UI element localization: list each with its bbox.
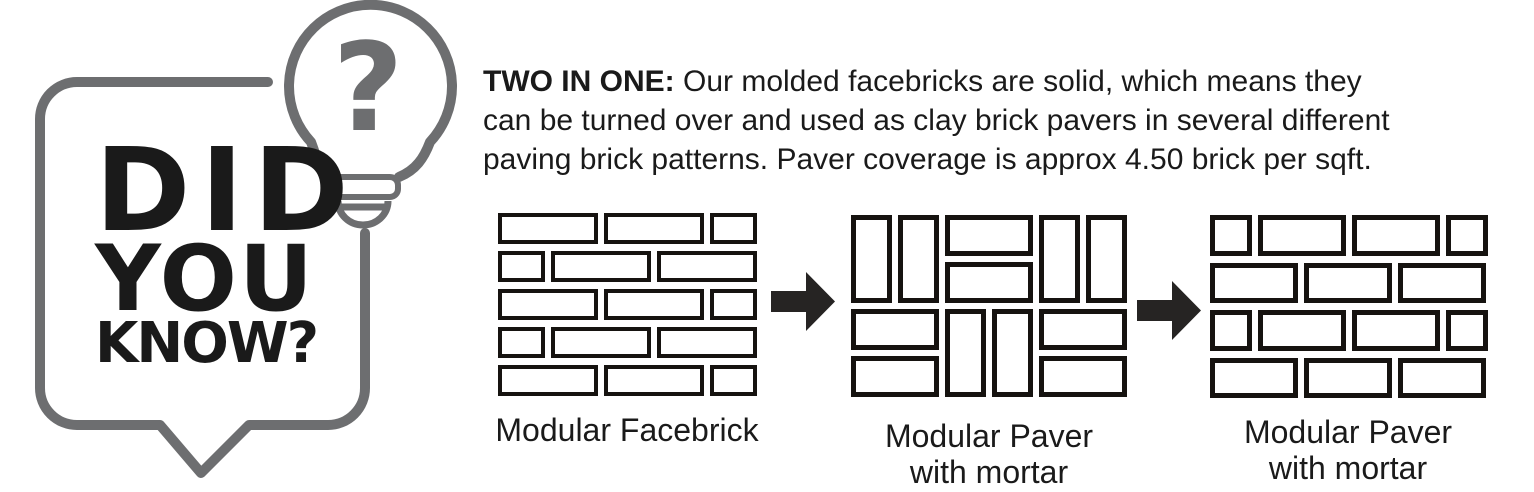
brick: [710, 365, 757, 396]
basketweave-cell: [851, 309, 939, 397]
brick-row: [1210, 215, 1488, 256]
brick: [851, 215, 892, 303]
diagram-caption: Modular Facebrick: [495, 412, 759, 448]
did-you-know-badge: ? DID YOU KNOW?: [35, 0, 457, 478]
brick: [498, 213, 598, 244]
brick: [1210, 215, 1252, 256]
brick-row: [1210, 310, 1488, 351]
basketweave-cell: [851, 215, 939, 303]
brick: [1039, 215, 1080, 303]
brick: [498, 289, 598, 320]
brick: [1304, 357, 1392, 398]
brick: [551, 251, 651, 282]
brick: [1258, 215, 1346, 256]
brick: [1039, 309, 1127, 350]
badge-word-you: YOU: [94, 227, 315, 332]
brick: [1304, 262, 1392, 303]
brick: [710, 213, 757, 244]
brick: [898, 215, 939, 303]
basketweave-row: [851, 215, 1127, 303]
brick-row: [498, 251, 757, 282]
brick: [1086, 215, 1127, 303]
basketweave-cell: [945, 215, 1033, 303]
intro-bold-lead: TWO IN ONE:: [483, 65, 675, 98]
brick: [710, 289, 757, 320]
brick: [1258, 310, 1346, 351]
arrow-right-icon: [771, 272, 835, 331]
brick: [1039, 356, 1127, 397]
diagram-caption: Modular Paver with mortar: [884, 418, 1094, 490]
brick-row: [1210, 262, 1488, 303]
badge-word-did: DID: [95, 124, 359, 258]
lightbulb-icon: ?: [284, 0, 457, 229]
diagram-modular-facebrick: [498, 213, 757, 396]
brick: [1398, 262, 1486, 303]
intro-line-3: paving brick patterns. Paver coverage is…: [483, 143, 1372, 176]
diagram-caption: Modular Paver with mortar: [1243, 414, 1453, 486]
intro-line-1: TWO IN ONE: Our molded facebricks are so…: [483, 65, 1362, 98]
brick: [851, 356, 939, 397]
brick: [657, 251, 757, 282]
brick: [945, 215, 1033, 256]
brick-row: [498, 327, 757, 358]
basketweave-row: [851, 309, 1127, 397]
brick: [551, 327, 651, 358]
brick: [1210, 310, 1252, 351]
brick: [498, 365, 598, 396]
badge-word-know: KNOW?: [95, 311, 317, 376]
brick: [1352, 215, 1440, 256]
diagram-modular-paver-running-bond: [1210, 215, 1488, 398]
brick: [1210, 357, 1298, 398]
brick-row: [498, 289, 757, 320]
brick: [604, 289, 704, 320]
brick: [657, 327, 757, 358]
brick: [945, 309, 986, 397]
brick-row: [1210, 357, 1488, 398]
basketweave-cell: [1039, 309, 1127, 397]
basketweave-cell: [1039, 215, 1127, 303]
brick: [604, 213, 704, 244]
basketweave-cell: [945, 309, 1033, 397]
intro-line-2: can be turned over and used as clay bric…: [483, 104, 1390, 137]
brick: [1352, 310, 1440, 351]
speech-bubble-icon: [35, 77, 370, 478]
brick: [604, 365, 704, 396]
question-mark: ?: [333, 17, 404, 159]
brick: [1398, 357, 1486, 398]
brick: [851, 309, 939, 350]
brick: [945, 262, 1033, 303]
brick: [1210, 262, 1298, 303]
brick: [1446, 215, 1488, 256]
arrow-right-icon: [1137, 281, 1201, 340]
brick-row: [498, 365, 757, 396]
brick: [1446, 310, 1488, 351]
brick: [498, 327, 545, 358]
brick: [992, 309, 1033, 397]
brick: [498, 251, 545, 282]
intro-paragraph: TWO IN ONE: Our molded facebricks are so…: [483, 62, 1390, 179]
diagram-modular-paver-basketweave: [851, 215, 1127, 397]
brick-row: [498, 213, 757, 244]
